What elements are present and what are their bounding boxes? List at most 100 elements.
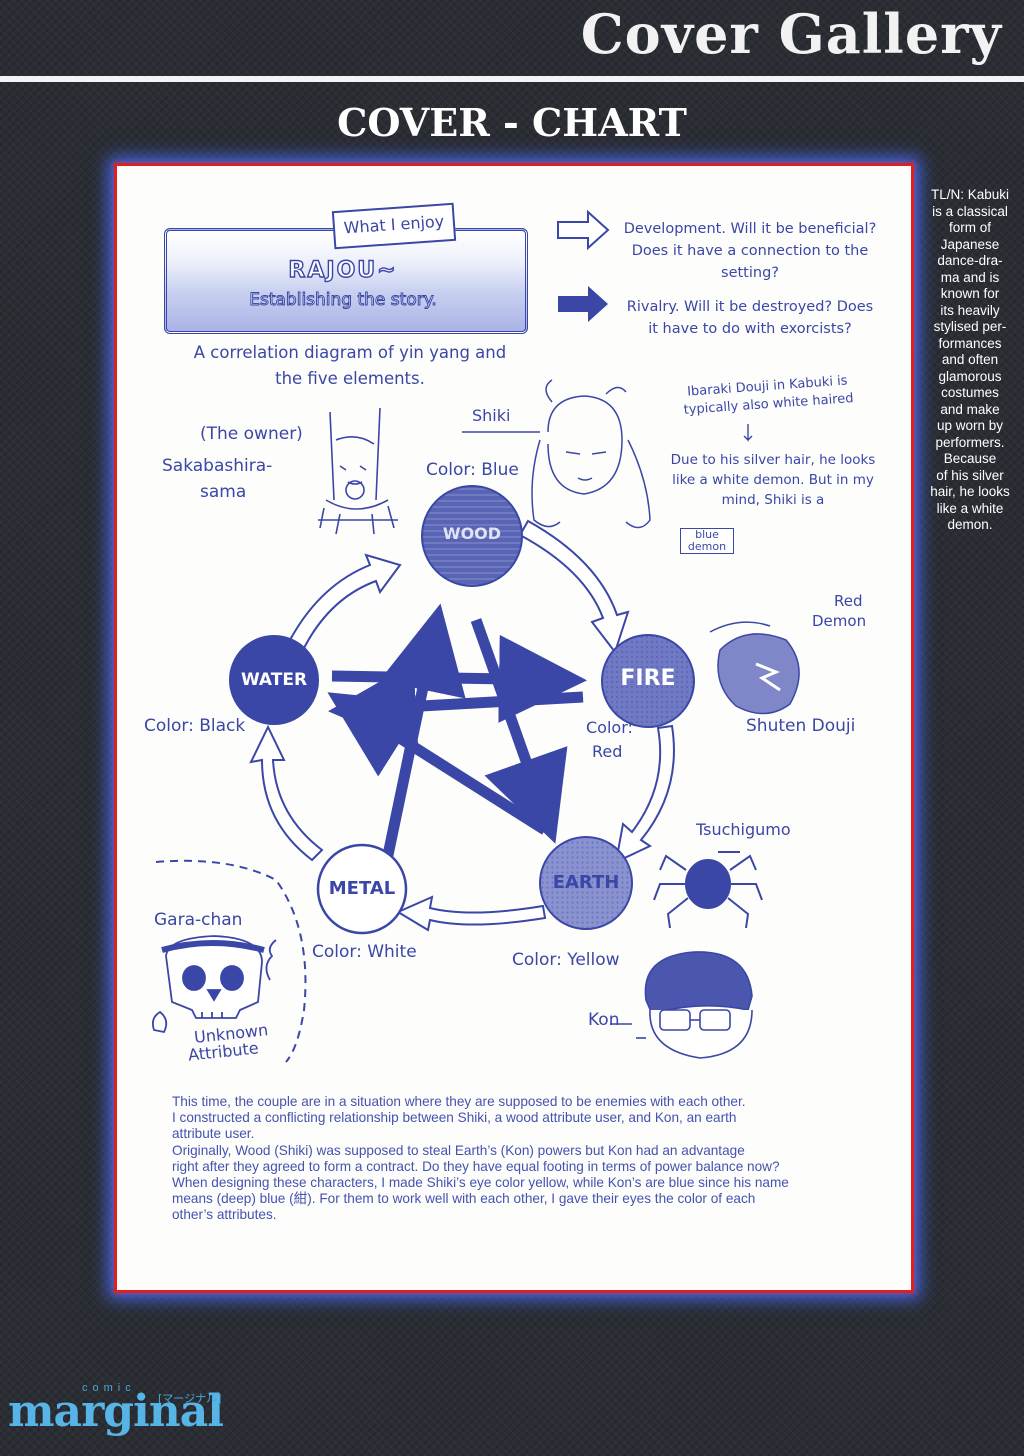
tree-sketch — [318, 407, 398, 535]
metal-color: Color: White — [312, 942, 417, 962]
subtitle-line: the five elements. — [275, 369, 425, 388]
generating-cycle — [249, 519, 675, 932]
unknown-boundary — [155, 859, 307, 1063]
wood-circle — [421, 485, 523, 587]
legend-development: Development. Will it be beneficial? Does… — [612, 218, 888, 284]
note-line: Due to his silver hair, he looks — [670, 452, 876, 468]
essay-line: This time, the couple are in a situation… — [172, 1094, 746, 1109]
arrow-earth-to-water-cross — [327, 692, 548, 835]
tsuchigumo-sketch — [653, 851, 763, 929]
note-line: demon — [687, 540, 727, 553]
arrow-fire-to-earth — [614, 724, 675, 864]
red-demon-sketch — [709, 621, 800, 715]
tl-line: costumes — [941, 385, 999, 400]
comic-marginal-logo: comic marginal [マージナル] — [8, 1382, 238, 1448]
header-rule — [0, 76, 1024, 82]
essay-line: Originally, Wood (Shiki) was supposed to… — [172, 1142, 745, 1158]
arrow-metal-to-water — [249, 724, 324, 862]
tl-line: and often — [941, 352, 999, 367]
legend-line: Development. Will it be beneficial? — [623, 221, 877, 237]
essay-line: I constructed a conflicting relationship… — [172, 1110, 737, 1126]
shiki-sketch — [462, 379, 651, 529]
fire-color-1: Color: — [586, 718, 633, 737]
author-essay: This time, the couple are in a situation… — [172, 1094, 852, 1224]
tl-line: demon. — [947, 517, 993, 532]
owner-label-3: sama — [200, 482, 247, 502]
shuten-label: Shuten Douji — [746, 716, 856, 736]
kon-sketch — [636, 951, 753, 1059]
legend-line: it have to do with exorcists? — [648, 321, 852, 337]
arrow-water-to-fire — [331, 634, 587, 723]
legend-line: Does it have a connection to the — [631, 243, 869, 259]
banner-subtitle: Establishing the story. — [249, 290, 438, 311]
tsuchigumo-label: Tsuchigumo — [696, 820, 791, 839]
tl-line: form of — [948, 220, 991, 235]
tl-line: Because — [943, 451, 997, 466]
controlling-cycle — [328, 603, 587, 857]
logo-jp-text: [マージナル] — [158, 1392, 222, 1405]
tl-line: TL/N: Kabuki — [930, 187, 1010, 202]
tl-line: Japanese — [940, 236, 1000, 252]
tl-line: its heavily — [940, 302, 1000, 318]
earth-label: EARTH — [552, 872, 620, 893]
tl-line: hair, he looks — [930, 484, 1010, 499]
fire-circle — [601, 634, 695, 728]
arrow-wood-to-fire — [518, 519, 630, 655]
tl-line: dance-dra- — [937, 253, 1003, 268]
fire-color-2: Red — [592, 742, 623, 761]
essay-line: right after they agreed to form a contra… — [172, 1158, 780, 1174]
wood-label: WOOD — [442, 524, 502, 543]
section-title: COVER - CHART — [337, 100, 687, 145]
subtitle-line: A correlation diagram of yin yang and — [193, 343, 507, 362]
arrow-wood-to-earth — [470, 618, 568, 844]
note-line: mind, Shiki is a — [721, 492, 825, 508]
red-demon-label-2: Demon — [812, 612, 867, 630]
earth-color: Color: Yellow — [512, 950, 620, 970]
gallery-title: Cover Gallery — [580, 2, 1002, 66]
metal-circle — [316, 843, 408, 935]
tl-line: stylised per- — [933, 319, 1007, 334]
legend-solid-arrow — [558, 286, 608, 322]
kon-label: Kon — [588, 1010, 620, 1030]
essay-line: When designing these characters, I made … — [172, 1175, 789, 1191]
water-color: Color: Black — [144, 716, 246, 736]
legend-hollow-arrow — [557, 209, 610, 251]
note-line: blue — [695, 528, 719, 541]
tl-line: is a classical — [932, 203, 1008, 219]
red-demon-label-1: Red — [834, 592, 863, 610]
water-circle — [229, 635, 319, 725]
logo-small-text: comic — [82, 1382, 136, 1394]
essay-line: means (deep) blue (紺). For them to work … — [172, 1191, 756, 1207]
diagram-subtitle: A correlation diagram of yin yang and th… — [170, 340, 530, 392]
arrow-water-to-wood — [288, 553, 402, 650]
arrow-earth-to-metal — [395, 895, 547, 932]
legend-rivalry: Rivalry. Will it be destroyed? Does it h… — [612, 296, 888, 340]
tl-line: like a white — [936, 500, 1004, 516]
legend-line: setting? — [721, 265, 779, 281]
page-header: Cover Gallery — [0, 0, 1024, 82]
shiki-label: Shiki — [472, 406, 511, 425]
owner-label-2: Sakabashira- — [162, 456, 273, 476]
gara-chan-label: Gara-chan — [154, 910, 243, 930]
arrow-fire-to-metal — [328, 662, 584, 751]
tl-line: formances — [938, 335, 1002, 351]
silver-hair-note: Due to his silver hair, he looks like a … — [664, 450, 882, 510]
banner-title: RAJOU~ — [288, 257, 398, 283]
blue-demon-tag: blue demon — [680, 528, 734, 554]
essay-line: attribute user. — [172, 1126, 255, 1142]
owner-label-1: (The owner) — [200, 424, 303, 444]
tl-line: glamorous — [938, 368, 1002, 384]
water-label: WATER — [240, 670, 308, 690]
translator-note: TL/N: Kabuki is a classical form of Japa… — [922, 187, 1018, 534]
essay-line: other’s attributes. — [172, 1207, 277, 1223]
tl-line: ma and is — [940, 269, 1000, 285]
metal-label: METAL — [328, 878, 396, 899]
earth-circle — [539, 836, 633, 930]
logo-main-text: marginal — [8, 1386, 224, 1437]
tl-line: known for — [940, 286, 1000, 301]
legend-line: Rivalry. Will it be destroyed? Does — [626, 299, 874, 315]
fire-label: FIRE — [620, 666, 676, 691]
gara-chan-sketch — [151, 935, 277, 1034]
spacer — [404, 838, 548, 846]
